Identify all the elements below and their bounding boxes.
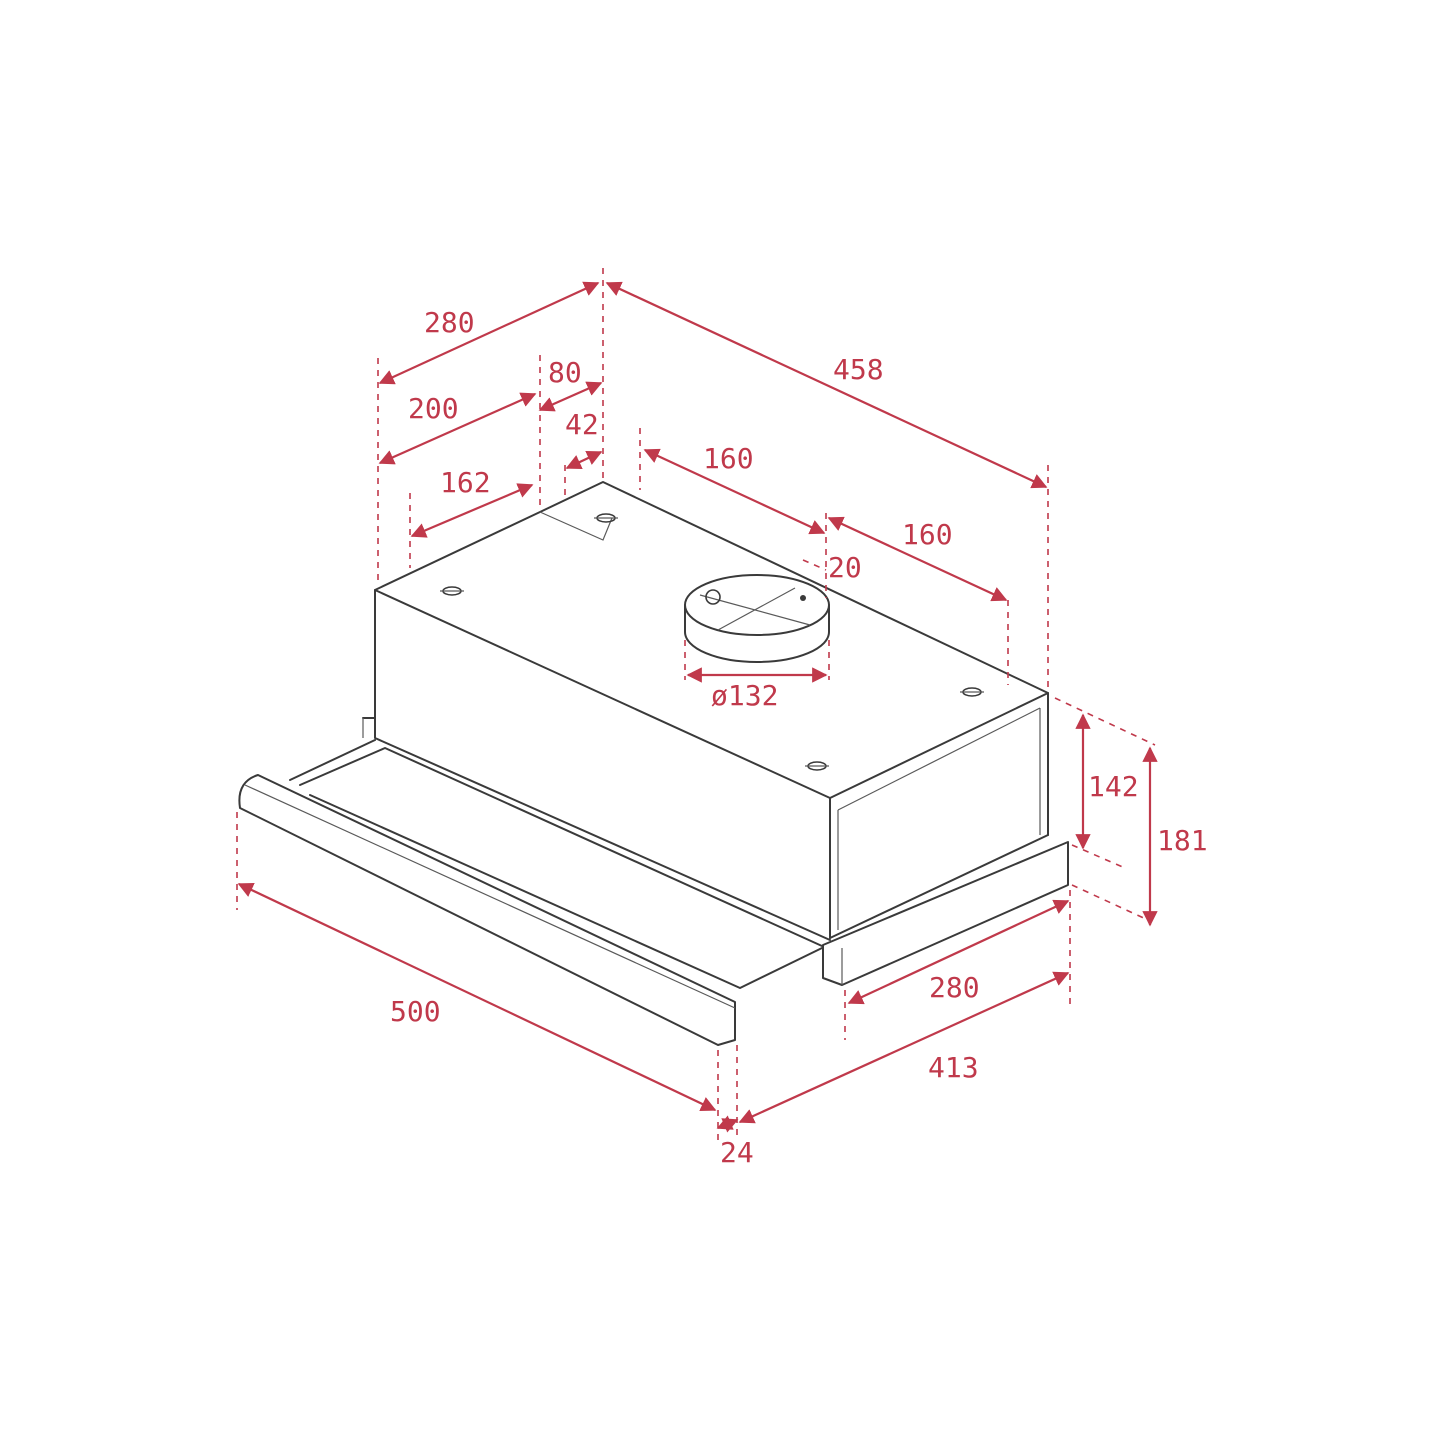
dim-line-24 [716, 1115, 739, 1133]
dim-line-162 [410, 483, 534, 538]
screw-hole-icon [805, 761, 829, 771]
extension-lines [236, 268, 1156, 1140]
dim-label-80: 80 [548, 356, 582, 389]
dim-line-42 [565, 450, 603, 470]
dim-line-280-top [378, 281, 600, 385]
dim-label-458: 458 [833, 353, 884, 386]
dim-label-200: 200 [408, 392, 459, 425]
dimension-lines [237, 281, 1158, 1133]
dim-line-458 [605, 281, 1048, 489]
dim-line-160-left [643, 448, 826, 535]
mounting-holes [440, 513, 984, 771]
hood-body [374, 481, 1069, 986]
dim-label-500: 500 [390, 995, 441, 1028]
screw-hole-icon [960, 687, 984, 697]
dim-label-42: 42 [565, 408, 599, 441]
dim-label-24: 24 [720, 1136, 754, 1169]
dim-label-413: 413 [928, 1051, 979, 1084]
screw-hole-icon [594, 513, 618, 523]
dim-line-160-right [827, 516, 1008, 602]
screw-hole-icon [440, 586, 464, 596]
dim-line-413 [738, 971, 1070, 1124]
dim-label-280-bottom: 280 [929, 971, 980, 1004]
dim-label-142: 142 [1088, 770, 1139, 803]
dim-label-20: 20 [828, 551, 862, 584]
dim-label-280-top: 280 [424, 306, 475, 339]
dimension-labels: 280 200 80 42 162 458 160 160 20 ø132 14… [390, 306, 1208, 1169]
dim-label-160-right: 160 [902, 518, 953, 551]
dim-label-162: 162 [440, 466, 491, 499]
dim-label-181: 181 [1157, 824, 1208, 857]
dim-line-500 [237, 882, 717, 1112]
dim-line-80 [538, 381, 603, 412]
dim-label-160-left: 160 [703, 442, 754, 475]
visor-drawer [238, 717, 831, 1046]
dim-line-200 [378, 392, 537, 465]
dim-label-132: ø132 [711, 679, 778, 712]
duct-collar [684, 574, 830, 663]
